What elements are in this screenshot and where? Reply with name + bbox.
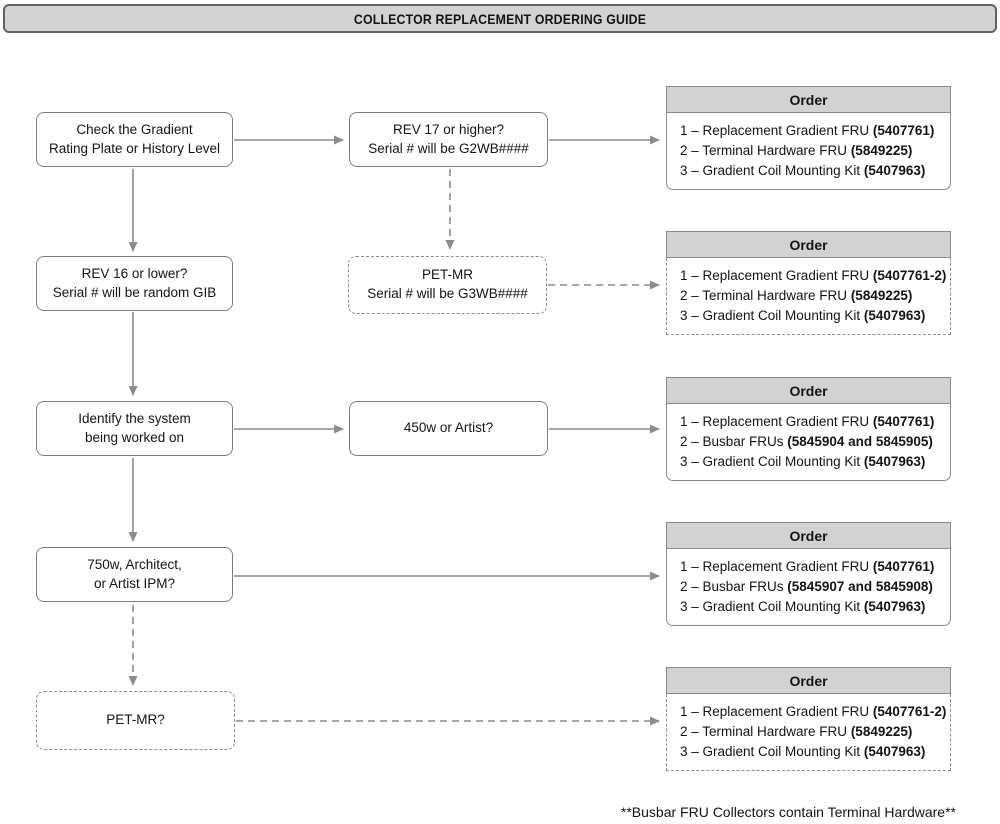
order-header-label: Order: [789, 382, 828, 399]
node-line: Serial # will be random GIB: [52, 284, 217, 300]
order-header-label: Order: [789, 527, 828, 544]
order-item: 1 – Replacement Gradient FRU (5407761-2): [680, 268, 947, 283]
order-item: 3 – Gradient Coil Mounting Kit (5407963): [680, 599, 926, 614]
order-item: 1 – Replacement Gradient FRU (5407761): [680, 559, 935, 574]
order-header: Order: [666, 377, 951, 404]
node-line: being worked on: [84, 429, 185, 445]
node-line: Serial # will be G3WB####: [367, 286, 528, 301]
busbar-footnote: **Busbar FRU Collectors contain Terminal…: [620, 804, 956, 820]
order-item: 3 – Gradient Coil Mounting Kit (5407963): [680, 308, 926, 323]
order-header-label: Order: [789, 91, 828, 108]
node-line: Check the Gradient: [76, 121, 193, 137]
node-line: 750w, Architect,: [87, 556, 182, 572]
node-line: PET-MR: [421, 267, 473, 283]
order-header-label: Order: [789, 672, 828, 689]
order-items: 1 – Replacement Gradient FRU (5407761-2)…: [666, 694, 951, 771]
order-item: 1 – Replacement Gradient FRU (5407761-2): [680, 704, 947, 719]
node-petmr-question: PET-MR?: [36, 691, 235, 750]
order-box-4: Order 1 – Replacement Gradient FRU (5407…: [666, 522, 951, 626]
node-line: PET-MR?: [106, 712, 165, 728]
node-450w-or-artist: 450w or Artist?: [349, 401, 548, 456]
order-item: 2 – Terminal Hardware FRU (5849225): [680, 143, 913, 158]
node-line: REV 17 or higher?: [392, 121, 505, 137]
node-identify-system: Identify the system being worked on: [36, 401, 233, 456]
order-header: Order: [666, 667, 951, 694]
order-items: 1 – Replacement Gradient FRU (5407761) 2…: [666, 549, 951, 626]
node-line: REV 16 or lower?: [81, 265, 188, 281]
order-item: 2 – Terminal Hardware FRU (5849225): [680, 724, 913, 739]
order-box-1: Order 1 – Replacement Gradient FRU (5407…: [666, 86, 951, 190]
order-items: 1 – Replacement Gradient FRU (5407761-2)…: [666, 258, 951, 335]
order-box-5: Order 1 – Replacement Gradient FRU (5407…: [666, 667, 951, 771]
node-line: Serial # will be G2WB####: [368, 140, 529, 156]
order-box-3: Order 1 – Replacement Gradient FRU (5407…: [666, 377, 951, 481]
node-check-gradient: Check the Gradient Rating Plate or Histo…: [36, 112, 233, 167]
order-box-2: Order 1 – Replacement Gradient FRU (5407…: [666, 231, 951, 335]
order-header: Order: [666, 522, 951, 549]
order-items: 1 – Replacement Gradient FRU (5407761) 2…: [666, 113, 951, 190]
order-header: Order: [666, 86, 951, 113]
order-item: 2 – Busbar FRUs (5845907 and 5845908): [680, 579, 933, 594]
node-line: Rating Plate or History Level: [48, 140, 221, 156]
page-title: COLLECTOR REPLACEMENT ORDERING GUIDE: [353, 10, 647, 27]
order-item: 3 – Gradient Coil Mounting Kit (5407963): [680, 454, 926, 469]
node-rev17-or-higher: REV 17 or higher? Serial # will be G2WB#…: [349, 112, 548, 167]
order-item: 2 – Terminal Hardware FRU (5849225): [680, 288, 913, 303]
node-line: 450w or Artist?: [403, 420, 494, 436]
node-rev16-or-lower: REV 16 or lower? Serial # will be random…: [36, 256, 233, 311]
order-item: 2 – Busbar FRUs (5845904 and 5845905): [680, 434, 933, 449]
order-header-label: Order: [789, 236, 828, 253]
order-item: 3 – Gradient Coil Mounting Kit (5407963): [680, 744, 926, 759]
node-line: Identify the system: [78, 410, 191, 426]
order-header: Order: [666, 231, 951, 258]
order-item: 1 – Replacement Gradient FRU (5407761): [680, 414, 935, 429]
node-line: or Artist IPM?: [93, 575, 176, 591]
node-750w-architect: 750w, Architect, or Artist IPM?: [36, 547, 233, 602]
order-item: 3 – Gradient Coil Mounting Kit (5407963): [680, 163, 926, 178]
title-banner: COLLECTOR REPLACEMENT ORDERING GUIDE: [3, 4, 997, 33]
order-items: 1 – Replacement Gradient FRU (5407761) 2…: [666, 404, 951, 481]
node-petmr-serial: PET-MR Serial # will be G3WB####: [348, 256, 547, 314]
order-item: 1 – Replacement Gradient FRU (5407761): [680, 123, 935, 138]
